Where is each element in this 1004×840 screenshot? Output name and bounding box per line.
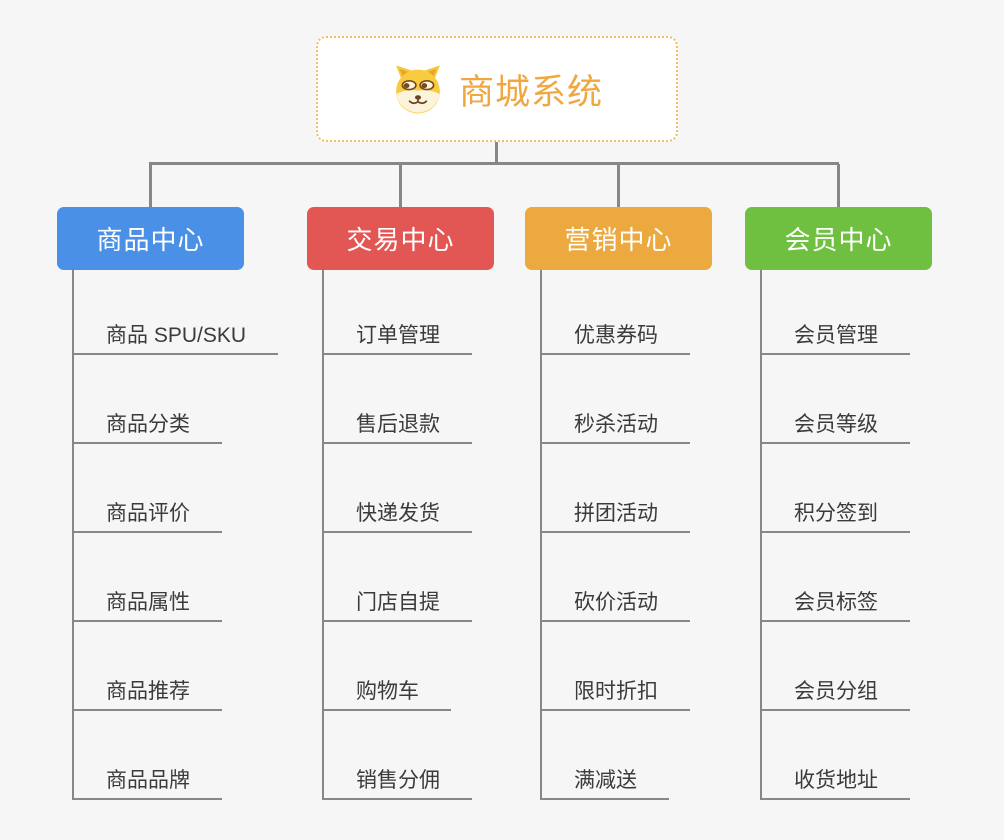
leaf-item[interactable]: 拼团活动 (540, 497, 690, 533)
leaf-item[interactable]: 收货地址 (760, 764, 910, 800)
leaf-item[interactable]: 商品分类 (72, 408, 222, 444)
branch-label: 交易中心 (346, 225, 455, 255)
root-node-mall-system[interactable]: 商城系统 (316, 36, 678, 142)
branch-node-product-center[interactable]: 商品中心 (57, 207, 244, 270)
leaf-item[interactable]: 售后退款 (322, 408, 472, 444)
leaf-item[interactable]: 会员分组 (760, 675, 910, 711)
branch-node-trade-center[interactable]: 交易中心 (307, 207, 494, 270)
connector-bus (149, 162, 839, 165)
leaf-item[interactable]: 满减送 (540, 764, 669, 800)
leaf-item[interactable]: 商品品牌 (72, 764, 222, 800)
leaf-item[interactable]: 优惠券码 (540, 319, 690, 355)
leaf-item[interactable]: 订单管理 (322, 319, 472, 355)
trunk-marketing (540, 269, 542, 800)
branch-label: 商品中心 (96, 225, 205, 255)
root-node-label: 商城系统 (458, 72, 603, 112)
connector-drop-trade (399, 164, 402, 207)
leaf-item[interactable]: 商品推荐 (72, 675, 222, 711)
leaf-item[interactable]: 门店自提 (322, 586, 472, 622)
leaf-item[interactable]: 会员管理 (760, 319, 910, 355)
leaf-item[interactable]: 秒杀活动 (540, 408, 690, 444)
leaf-item[interactable]: 限时折扣 (540, 675, 690, 711)
trunk-products (72, 269, 74, 800)
connector-root-drop (495, 141, 498, 164)
branch-label: 会员中心 (784, 225, 893, 255)
trunk-trade (322, 269, 324, 800)
branch-node-member-center[interactable]: 会员中心 (745, 207, 932, 270)
leaf-item[interactable]: 会员等级 (760, 408, 910, 444)
leaf-item[interactable]: 商品 SPU/SKU (72, 319, 279, 355)
leaf-item[interactable]: 会员标签 (760, 586, 910, 622)
branch-label: 营销中心 (564, 225, 673, 255)
leaf-item[interactable]: 销售分佣 (322, 764, 472, 800)
connector-drop-products (149, 164, 152, 207)
leaf-item[interactable]: 购物车 (322, 675, 451, 711)
trunk-members (760, 269, 762, 800)
leaf-item[interactable]: 快递发货 (322, 497, 472, 533)
connector-drop-members (837, 164, 840, 207)
leaf-item[interactable]: 商品评价 (72, 497, 222, 533)
leaf-item[interactable]: 商品属性 (72, 586, 222, 622)
connector-drop-marketing (617, 164, 620, 207)
doge-icon (396, 65, 440, 114)
leaf-item[interactable]: 砍价活动 (540, 586, 690, 622)
branch-node-marketing-center[interactable]: 营销中心 (525, 207, 712, 270)
leaf-item[interactable]: 积分签到 (760, 497, 910, 533)
